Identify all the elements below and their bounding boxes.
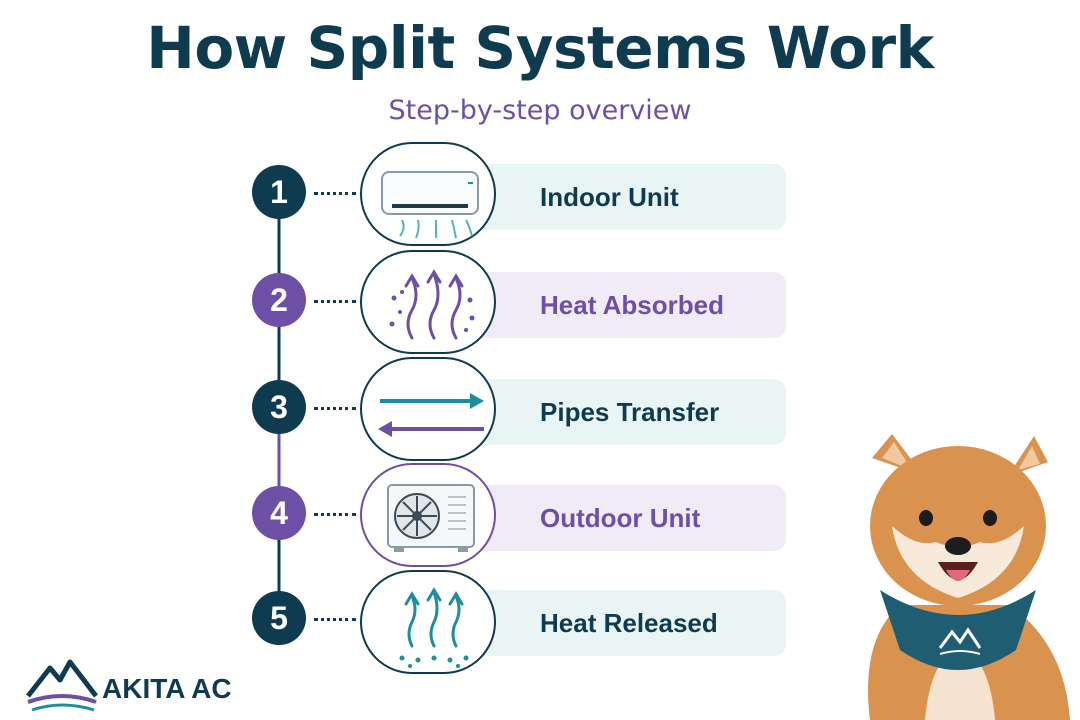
step-card [468,164,786,230]
mountain-logo-icon [26,659,98,712]
dotted-connector [314,300,356,303]
step-card [468,272,786,338]
step-5: 5 Heat Released [0,570,1080,680]
step-number-badge: 4 [252,486,306,540]
step-label: Outdoor Unit [540,502,701,533]
heat-absorbed-icon [360,250,496,354]
akita-dog-mascot-icon [868,434,1070,720]
step-label: Heat Released [540,607,718,638]
dotted-connector [314,618,356,621]
step-number-badge: 2 [252,273,306,327]
step-label: Heat Absorbed [540,289,724,320]
step-number-badge: 5 [252,591,306,645]
step-4: 4 Outdoor [0,463,1080,573]
step-label: Indoor Unit [540,181,679,212]
indoor-ac-unit-icon [360,142,496,246]
step-3: 3 Pipes Transfer [0,357,1080,467]
dotted-connector [314,407,356,410]
step-card [468,485,786,551]
step-2: 2 Heat Absorbed [0,250,1080,360]
step-number-badge: 1 [252,165,306,219]
pipes-transfer-icon [360,357,496,461]
outdoor-unit-icon [360,463,496,567]
dotted-connector [314,192,356,195]
step-1: 1 Indoor Unit [0,142,1080,252]
page-title: How Split Systems Work [146,14,934,82]
step-label: Pipes Transfer [540,396,720,427]
brand-logo-text: AKITA AC [102,673,232,704]
step-card [468,590,786,656]
dotted-connector [314,513,356,516]
heat-released-icon [360,570,496,674]
step-card [468,379,786,445]
page-subtitle: Step-by-step overview [388,95,692,126]
step-number-badge: 3 [252,380,306,434]
